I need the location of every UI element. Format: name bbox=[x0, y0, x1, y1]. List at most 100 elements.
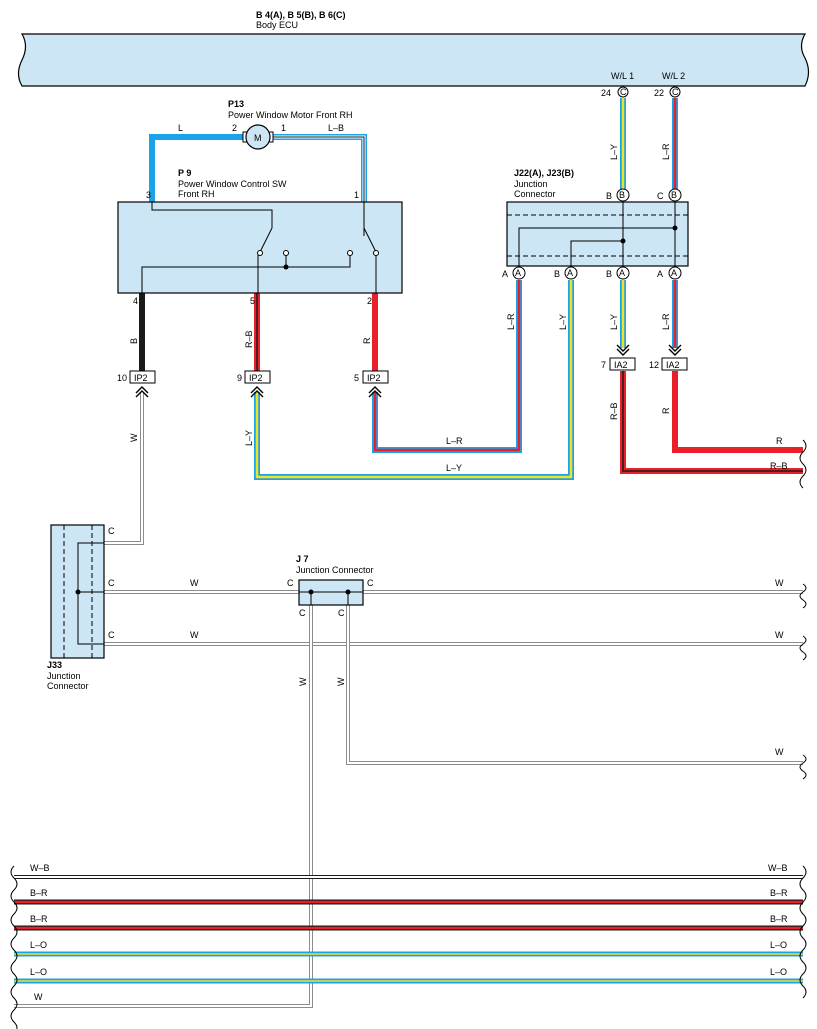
junction-j33: C C C J33 Junction Connector bbox=[47, 524, 115, 691]
bus-label-l-o-2-left: L–O bbox=[30, 967, 47, 977]
motor-name: Power Window Motor Front RH bbox=[228, 110, 353, 120]
j22-top-c bbox=[668, 188, 682, 202]
bus-label-b-r-2-left: B–R bbox=[30, 914, 48, 924]
wire-label-w-6: W bbox=[336, 677, 346, 686]
ia2-connector-7: 7 IA2 bbox=[601, 344, 636, 371]
ecu-terminal-wl1: W/L 1 24 C bbox=[601, 71, 634, 98]
pin-24-label: 24 bbox=[601, 88, 611, 98]
j22-name-1: Junction bbox=[514, 179, 548, 189]
bus-label-b-r-2-right: B–R bbox=[770, 914, 788, 924]
j33-code: J33 bbox=[47, 660, 62, 670]
pin-22-circle bbox=[669, 86, 681, 98]
j22-bot-3-label: B bbox=[606, 269, 612, 279]
power-window-motor: P13 Power Window Motor Front RH M 2 1 bbox=[228, 99, 353, 150]
ia2-pin-12: 12 bbox=[649, 360, 659, 370]
switch-name-1: Power Window Control SW bbox=[178, 179, 287, 189]
wire-label-w-2: W bbox=[775, 578, 784, 588]
pin-24-letter: C bbox=[620, 87, 627, 97]
j22-dot-2 bbox=[620, 238, 626, 244]
bus-label-b-r-1-left: B–R bbox=[30, 888, 48, 898]
switch-name-2: Front RH bbox=[178, 189, 215, 199]
wire-label-r-b-ia2: R–B bbox=[609, 402, 619, 420]
wire-label-l-r-ecu: L–R bbox=[661, 143, 671, 160]
pin-22-letter: C bbox=[672, 87, 679, 97]
motor-pin-1: 1 bbox=[281, 123, 286, 133]
j22-bot-3-letter: A bbox=[619, 268, 625, 278]
wire-label-b: B bbox=[129, 338, 139, 344]
wire-label-l-r-junction: L–R bbox=[506, 313, 516, 330]
switch-pin-5: 5 bbox=[250, 296, 255, 306]
j33-pin-c-1: C bbox=[108, 526, 115, 536]
junction-j7: J 7 Junction Connector C C C C bbox=[287, 554, 374, 618]
j7-pin-c-bottom-2: C bbox=[338, 608, 345, 618]
ip2-pin-10: 10 bbox=[117, 373, 127, 383]
j22-bot-2-label: B bbox=[554, 269, 560, 279]
motor-icon bbox=[245, 124, 271, 150]
j22-bot-4-letter: A bbox=[671, 268, 677, 278]
wire-label-l-y-ia2: L–Y bbox=[609, 314, 619, 330]
ip2-label-9: IP2 bbox=[249, 373, 263, 383]
wire-label-l-y-ecu: L–Y bbox=[609, 144, 619, 160]
wire-l-b bbox=[270, 134, 367, 202]
j22-bot-1-letter: A bbox=[515, 268, 521, 278]
bus-label-w-bottom: W bbox=[34, 992, 43, 1002]
switch-contacts bbox=[257, 250, 379, 256]
wire-label-w-3: W bbox=[190, 630, 199, 640]
ip2-connector-5: 5 IP2 bbox=[354, 370, 389, 398]
ia2-chevron-12 bbox=[668, 344, 682, 356]
j7-pin-c-left: C bbox=[287, 578, 294, 588]
ip2-pin-9: 9 bbox=[237, 373, 242, 383]
j33-dot bbox=[75, 589, 81, 595]
wire-r-ia2 bbox=[672, 371, 803, 453]
bus-label-l-o-1-left: L–O bbox=[30, 940, 47, 950]
ip2-chevron-5 bbox=[368, 386, 382, 398]
break-marks-right bbox=[799, 439, 807, 999]
j7-pin-c-bottom-1: C bbox=[299, 608, 306, 618]
wire-label-l-r-ia2: L–R bbox=[661, 313, 671, 330]
wire-label-l-y-junction: L–Y bbox=[558, 314, 568, 330]
switch-pin-1: 1 bbox=[354, 190, 359, 200]
wire-w-j7-down-right bbox=[346, 605, 803, 765]
j22-name-2: Connector bbox=[514, 189, 556, 199]
wire-label-r-ia2: R bbox=[661, 407, 671, 414]
wire-label-w-1: W bbox=[190, 578, 199, 588]
j22-bot-4-label: A bbox=[657, 269, 663, 279]
body-ecu: B 4(A), B 5(B), B 6(C) Body ECU bbox=[17, 10, 810, 87]
ip2-connector-10: 10 IP2 bbox=[117, 370, 156, 398]
ip2-box-10 bbox=[129, 370, 156, 384]
bus-label-w-b-left: W–B bbox=[30, 863, 50, 873]
j22-bot-1-label: A bbox=[502, 269, 508, 279]
ip2-box-9 bbox=[244, 370, 271, 384]
switch-box bbox=[117, 201, 403, 294]
ia2-label-12: IA2 bbox=[666, 360, 680, 370]
body-ecu-box bbox=[17, 33, 810, 87]
j22-top-c-letter: B bbox=[671, 190, 677, 200]
j7-dot-2 bbox=[345, 589, 351, 595]
j22-bot-4 bbox=[668, 266, 682, 280]
wire-label-w-5: W bbox=[298, 677, 308, 686]
j7-name: Junction Connector bbox=[296, 565, 374, 575]
body-ecu-code: B 4(A), B 5(B), B 6(C) bbox=[256, 10, 346, 20]
switch-pin-3: 3 bbox=[146, 190, 151, 200]
ia2-label-7: IA2 bbox=[614, 360, 628, 370]
wire-label-l: L bbox=[178, 123, 183, 133]
ip2-connector-9: 9 IP2 bbox=[237, 370, 271, 398]
j22-dot-1 bbox=[672, 225, 678, 231]
ia2-chevron-7 bbox=[616, 344, 630, 356]
j22-top-b-letter: B bbox=[619, 190, 625, 200]
ia2-box-12 bbox=[661, 357, 688, 371]
j7-code: J 7 bbox=[296, 554, 309, 564]
bus-label-b-r-1-right: B–R bbox=[770, 888, 788, 898]
wl1-label: W/L 1 bbox=[611, 71, 634, 81]
wire-label-l-r-loop: L–R bbox=[446, 436, 463, 446]
bus-label-l-o-1-right: L–O bbox=[770, 940, 787, 950]
ip2-box-5 bbox=[362, 370, 389, 384]
j22-top-b bbox=[616, 188, 630, 202]
pin-24-circle bbox=[617, 86, 629, 98]
j22-code: J22(A), J23(B) bbox=[514, 168, 574, 178]
wire-label-l-y-ip2: L–Y bbox=[244, 430, 254, 446]
wire-r-b-ia2 bbox=[620, 371, 803, 474]
ia2-box-7 bbox=[609, 357, 636, 371]
wire-label-l-b: L–B bbox=[328, 123, 344, 133]
